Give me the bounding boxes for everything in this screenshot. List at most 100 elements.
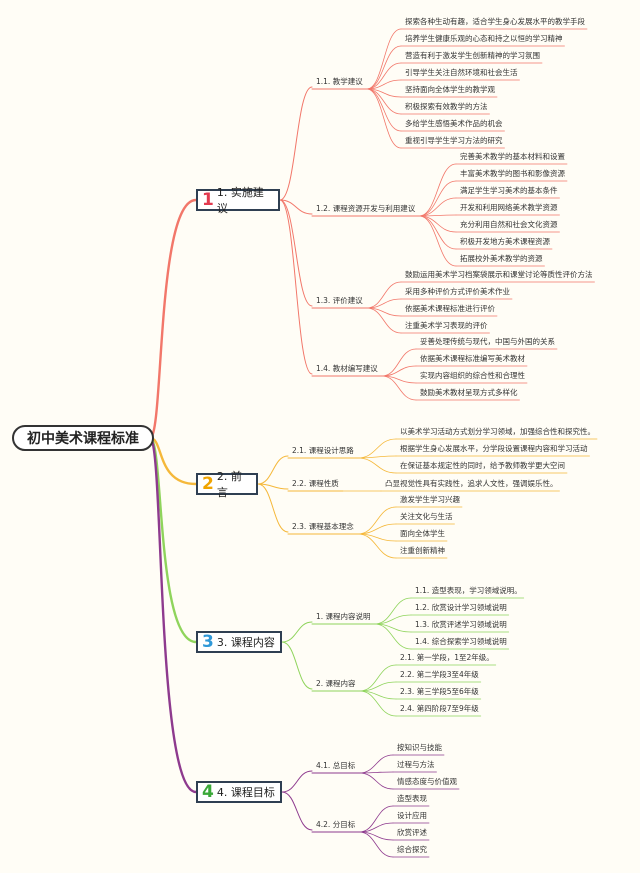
sub-connector-1-4 (279, 199, 313, 375)
leaf-topic[interactable]: 关注文化与生活 (400, 512, 453, 521)
leaf-topic[interactable]: 2.1. 第一学段，1至2年级。 (400, 653, 494, 662)
branch-label: 1. 实施建议 (216, 186, 264, 215)
leaf-topic[interactable]: 引导学生关注自然环境和社会生活 (405, 68, 518, 77)
subtopic[interactable]: 2.3. 课程基本理念 (292, 522, 354, 531)
leaf-topic[interactable]: 实现内容组织的综合性和合理性 (420, 371, 525, 380)
leaf-topic[interactable]: 满足学生学习美术的基本条件 (460, 186, 558, 195)
leaf-topic[interactable]: 依据美术课程标准编写美术教材 (420, 354, 525, 363)
leaf-topic[interactable]: 妥善处理传统与现代，中国与外国的关系 (420, 337, 555, 346)
sub-connector-1-3 (279, 199, 313, 307)
leaf-topic[interactable]: 探索各种生动有趣，适合学生身心发展水平的教学手段 (405, 17, 585, 26)
leaf-connector (366, 79, 402, 90)
leaf-topic[interactable]: 完善美术教学的基本材料和设置 (460, 152, 565, 161)
leaf-topic[interactable]: 坚持面向全体学生的教学观 (405, 85, 495, 94)
leaf-connector (366, 62, 402, 90)
subtopic[interactable]: 2.1. 课程设计思路 (292, 446, 354, 455)
branch-connector-4 (148, 436, 198, 794)
leaf-connector (418, 197, 457, 217)
leaf-topic[interactable]: 造型表现 (397, 794, 427, 803)
leaf-topic[interactable]: 1.3. 欣赏评述学习领域说明 (415, 620, 507, 629)
subtopic[interactable]: 1.3. 评价建议 (316, 296, 363, 305)
leaf-topic[interactable]: 营造有利于激发学生创新精神的学习氛围 (405, 51, 540, 60)
leaf-connector (359, 664, 397, 692)
subtopic[interactable]: 1. 课程内容说明 (316, 612, 371, 621)
leaf-topic[interactable]: 激发学生学习兴趣 (400, 495, 460, 504)
leaf-topic[interactable]: 2.4. 第四阶段7至9年级 (400, 704, 479, 713)
leaf-connector (357, 523, 397, 535)
leaf-topic[interactable]: 注重创新精神 (400, 546, 445, 555)
leaf-connector (357, 438, 397, 459)
subtopic[interactable]: 1.2. 课程资源开发与利用建议 (316, 204, 416, 213)
sub-connector-1-1 (279, 86, 313, 201)
leaf-topic[interactable]: 在保证基本规定性的同时，给予教师教学更大空间 (400, 461, 565, 470)
subtopic[interactable]: 2. 课程内容 (316, 679, 356, 688)
leaf-connector (366, 88, 402, 132)
leaf-topic[interactable]: 鼓励运用美术学习档案袋展示和课堂讨论等质性评价方法 (405, 270, 593, 279)
leaf-connector (357, 533, 397, 559)
leaf-topic[interactable]: 1.2. 欣赏设计学习领域说明 (415, 603, 507, 612)
leaf-connector (359, 690, 397, 717)
leaf-connector (374, 614, 412, 625)
leaf-topic[interactable]: 充分利用自然和社会文化资源 (460, 220, 558, 229)
branch-label: 3. 课程内容 (216, 636, 275, 649)
leaf-topic[interactable]: 拓展校外美术教学的资源 (460, 254, 543, 263)
leaf-topic[interactable]: 面向全体学生 (400, 529, 445, 538)
leaf-topic[interactable]: 注重美术学习表现的评价 (405, 321, 488, 330)
leaf-topic[interactable]: 培养学生健康乐观的心态和持之以恒的学习精神 (405, 34, 563, 43)
branch-label: 2. 前言 (216, 470, 242, 499)
leaf-topic[interactable]: 采用多种评价方式评价美术作业 (405, 287, 510, 296)
subtopic[interactable]: 2.2. 课程性质 (292, 479, 339, 488)
sub-connector-3-2 (281, 641, 313, 690)
leaf-topic[interactable]: 1.1. 造型表现，学习领域说明。 (415, 586, 522, 595)
sub-connector-2-2 (257, 483, 289, 490)
leaf-topic[interactable]: 积极开发地方美术课程资源 (460, 237, 550, 246)
leaf-connector (366, 88, 402, 149)
subtopic[interactable]: 4.2. 分目标 (316, 820, 356, 829)
leaf-connector (357, 457, 397, 474)
leaf-topic[interactable]: 2.3. 第三学段5至6年级 (400, 687, 479, 696)
leaf-topic[interactable]: 情感态度与价值观 (397, 777, 457, 786)
leaf-connector (366, 307, 402, 334)
sub-connector-1-2 (279, 199, 313, 215)
leaf-topic[interactable]: 多给学生感悟美术作品的机会 (405, 119, 503, 128)
sub-connector-2-3 (257, 483, 289, 533)
leaf-topic[interactable]: 凸显视觉性具有实践性，追求人文性，强调娱乐性。 (385, 479, 558, 488)
leaf-topic[interactable]: 重视引导学生学习方法的研究 (405, 136, 503, 145)
subtopic[interactable]: 4.1. 总目标 (316, 761, 356, 770)
leaf-connector (358, 831, 394, 858)
leaf-topic[interactable]: 2.2. 第二学段3至4年级 (400, 670, 479, 679)
branch-number-icon: 4 (202, 782, 214, 802)
leaf-connector (418, 215, 457, 250)
sub-connector-3-1 (281, 621, 313, 643)
subtopic[interactable]: 1.1. 教学建议 (316, 77, 363, 86)
leaf-topic[interactable]: 设计应用 (397, 811, 427, 820)
sub-connector-4-1 (281, 770, 313, 793)
leaf-topic[interactable]: 根据学生身心发展水平，分学段设置课程内容和学习活动 (400, 444, 588, 453)
leaf-topic[interactable]: 开发和利用网络美术教学资源 (460, 203, 558, 212)
branch-label: 4. 课程目标 (216, 786, 275, 799)
leaf-topic[interactable]: 丰富美术教学的图书和影像资源 (460, 169, 565, 178)
root-topic[interactable]: 初中美术课程标准 (12, 425, 154, 451)
leaf-connector (374, 597, 412, 625)
leaf-topic[interactable]: 1.4. 综合探索学习领域说明 (415, 637, 507, 646)
leaf-connector (381, 375, 417, 401)
subtopic[interactable]: 1.4. 教材编写建议 (316, 364, 378, 373)
leaf-connector (357, 506, 397, 535)
leaf-topic[interactable]: 按知识与技能 (397, 743, 442, 752)
leaf-topic[interactable]: 综合探究 (397, 845, 427, 854)
leaf-connector (374, 623, 412, 650)
leaf-topic[interactable]: 依据美术课程标准进行评价 (405, 304, 495, 313)
leaf-topic[interactable]: 以美术学习活动方式划分学习领域，加强综合性和探究性。 (400, 427, 595, 436)
leaf-topic[interactable]: 鼓励美术教材呈现方式多样化 (420, 388, 518, 397)
leaf-topic[interactable]: 积极探索有效教学的方法 (405, 102, 488, 111)
root-label: 初中美术课程标准 (27, 431, 139, 447)
leaf-topic[interactable]: 欣赏评述 (397, 828, 427, 837)
leaf-connector (358, 754, 394, 774)
leaf-topic[interactable]: 过程与方法 (397, 760, 435, 769)
leaf-connector (418, 163, 457, 217)
